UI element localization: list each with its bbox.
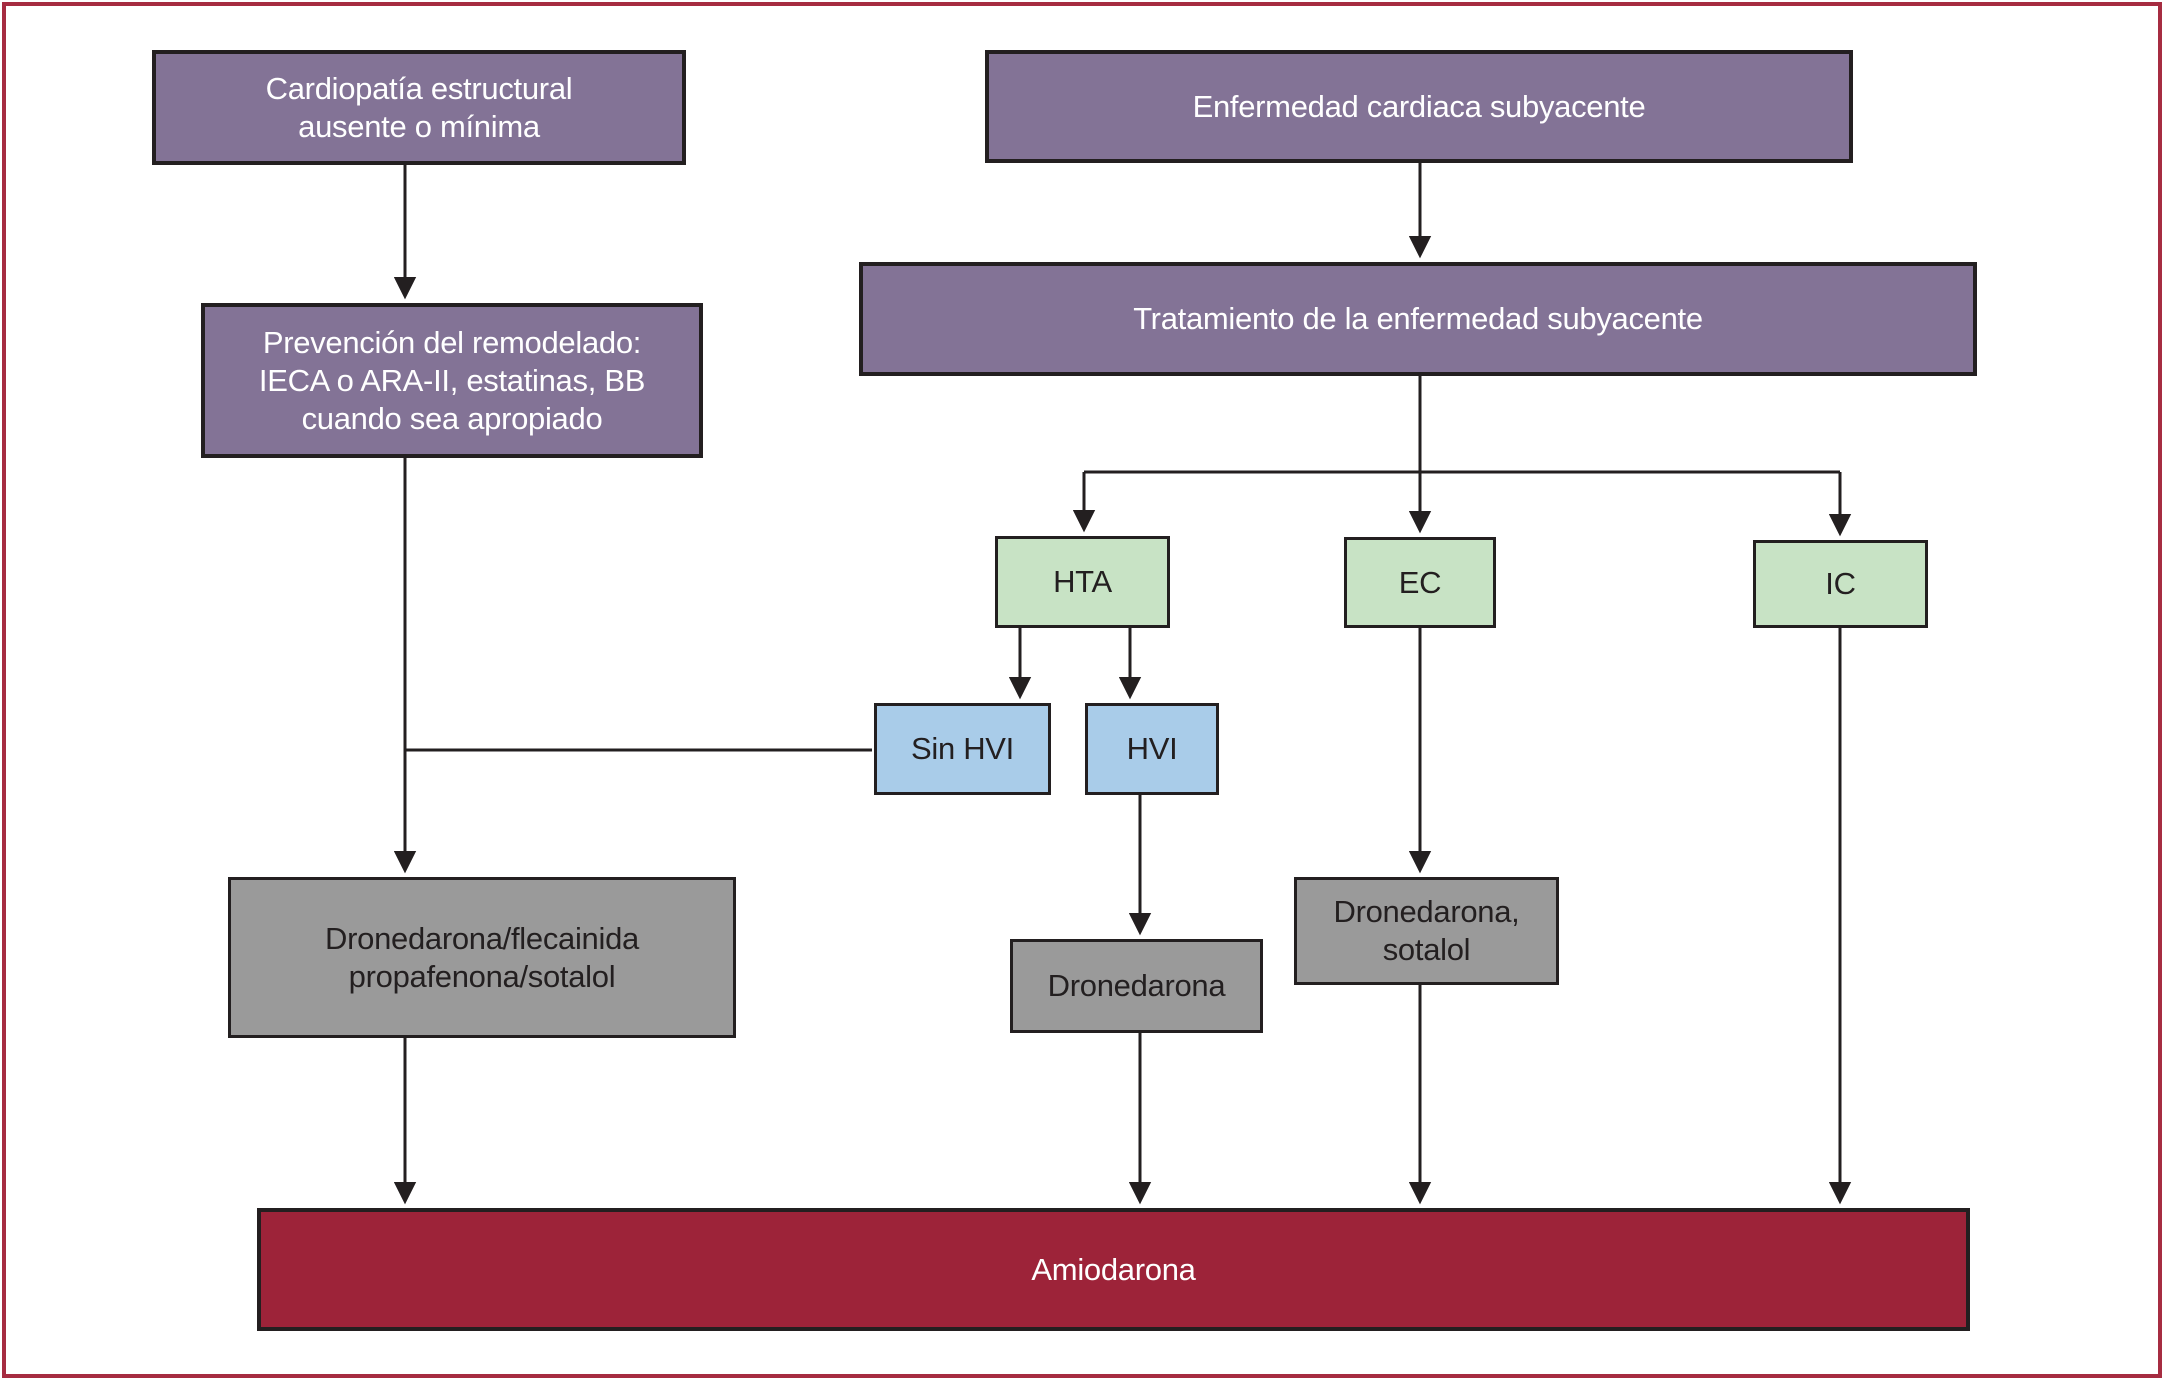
node-ic: IC: [1753, 540, 1928, 628]
node-cardiopatia-estructural: Cardiopatía estructural ausente o mínima: [152, 50, 686, 165]
node-dronedarona: Dronedarona: [1010, 939, 1263, 1033]
node-enfermedad-cardiaca-subyacente: Enfermedad cardiaca subyacente: [985, 50, 1853, 163]
node-prevencion-remodelado: Prevención del remodelado: IECA o ARA-II…: [201, 303, 703, 458]
node-dronedarona-flecainida-propafenona-sotalol: Dronedarona/flecainida propafenona/sotal…: [228, 877, 736, 1038]
node-ec: EC: [1344, 537, 1496, 628]
node-tratamiento-enfermedad-subyacente: Tratamiento de la enfermedad subyacente: [859, 262, 1977, 376]
node-hvi: HVI: [1085, 703, 1219, 795]
node-amiodarona: Amiodarona: [257, 1208, 1970, 1331]
node-dronedarona-sotalol: Dronedarona, sotalol: [1294, 877, 1559, 985]
node-sin-hvi: Sin HVI: [874, 703, 1051, 795]
node-hta: HTA: [995, 536, 1170, 628]
